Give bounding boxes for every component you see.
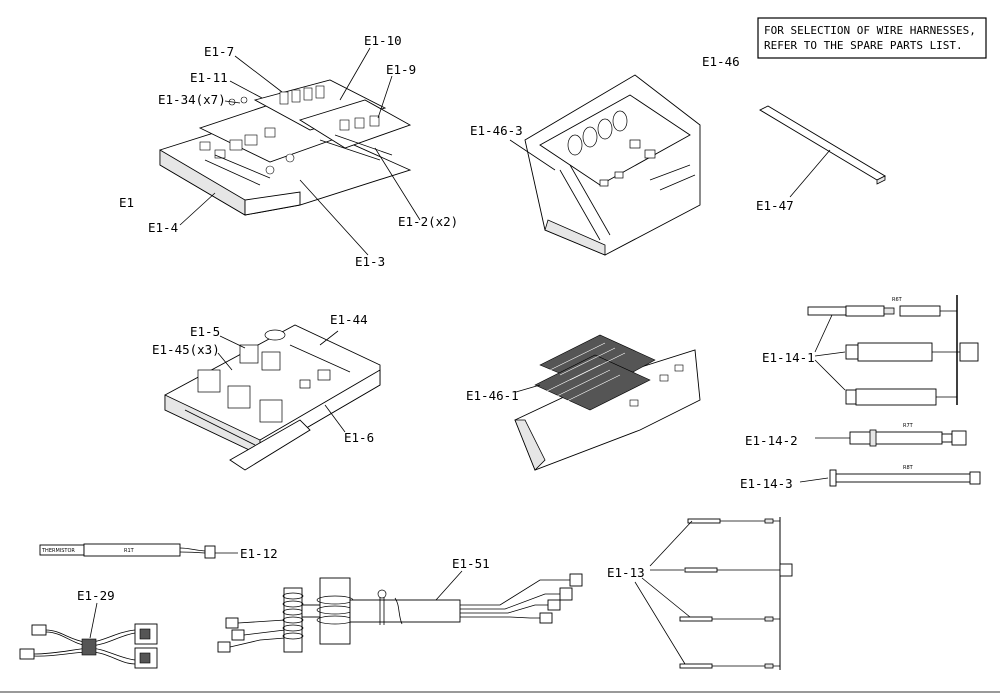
label-e1-10: E1-10 — [364, 33, 402, 48]
note-line-2: REFER TO THE SPARE PARTS LIST. — [764, 39, 963, 52]
tag-r7t: R7T — [903, 423, 914, 429]
label-e1-47: E1-47 — [756, 198, 794, 213]
label-e1-51: E1-51 — [452, 556, 490, 571]
label-e1-44: E1-44 — [330, 312, 368, 327]
e1-46-3-assembly: E1-46-3 E1-46 — [470, 54, 740, 256]
label-e1-45: E1-45(x3) — [152, 342, 220, 357]
e1-5-assembly: E1-5 E1-44 E1-45(x3) E1-6 — [152, 312, 381, 471]
label-e1-7: E1-7 — [204, 44, 234, 59]
label-e1-13: E1-13 — [607, 565, 645, 580]
label-e1-3: E1-3 — [355, 254, 385, 269]
label-e1-14-3: E1-14-3 — [740, 476, 793, 491]
label-e1-46-3: E1-46-3 — [470, 123, 523, 138]
label-e1-5: E1-5 — [190, 324, 220, 339]
note-line-1: FOR SELECTION OF WIRE HARNESSES, — [764, 24, 976, 37]
tag-thermistor: THERMISTOR — [41, 548, 75, 554]
label-e1-12: E1-12 — [240, 546, 278, 561]
e1-29-harness: E1-29 — [19, 588, 158, 669]
label-e1-2: E1-2(x2) — [398, 214, 458, 229]
label-e1: E1 — [119, 195, 134, 210]
label-e1-46: E1-46 — [702, 54, 740, 69]
label-e1-14-2: E1-14-2 — [745, 433, 798, 448]
label-e1-9: E1-9 — [386, 62, 416, 77]
label-e1-11: E1-11 — [190, 70, 228, 85]
note-box: FOR SELECTION OF WIRE HARNESSES, REFER T… — [757, 17, 987, 59]
label-e1-4: E1-4 — [148, 220, 178, 235]
e1-12-thermistor: THERMISTOR R1T E1-12 — [39, 543, 278, 561]
e1-board-assembly: E1-7 E1-10 E1-9 E1-11 E1-34(x7) E1 E1-4 … — [119, 33, 458, 269]
tag-r6t: R6T — [892, 297, 903, 303]
tag-r1t: R1T — [124, 548, 135, 554]
label-e1-46-1: E1-46-1 — [466, 388, 519, 403]
tag-r8t: R8T — [903, 465, 914, 471]
e1-13-thermistors: E1-13 — [607, 517, 793, 670]
e1-14-thermistors: R6T E1-14-1 R7T E1-14-2 R8T E1-14-3 — [740, 295, 981, 491]
e1-47-bar: E1-47 — [756, 105, 886, 213]
label-e1-6: E1-6 — [344, 430, 374, 445]
label-e1-34: E1-34(x7) — [158, 92, 226, 107]
label-e1-29: E1-29 — [77, 588, 115, 603]
label-e1-14-1: E1-14-1 — [762, 350, 815, 365]
e1-51-harness: E1-51 — [217, 556, 583, 653]
e1-46-1-assembly: E1-46-1 — [466, 334, 701, 471]
